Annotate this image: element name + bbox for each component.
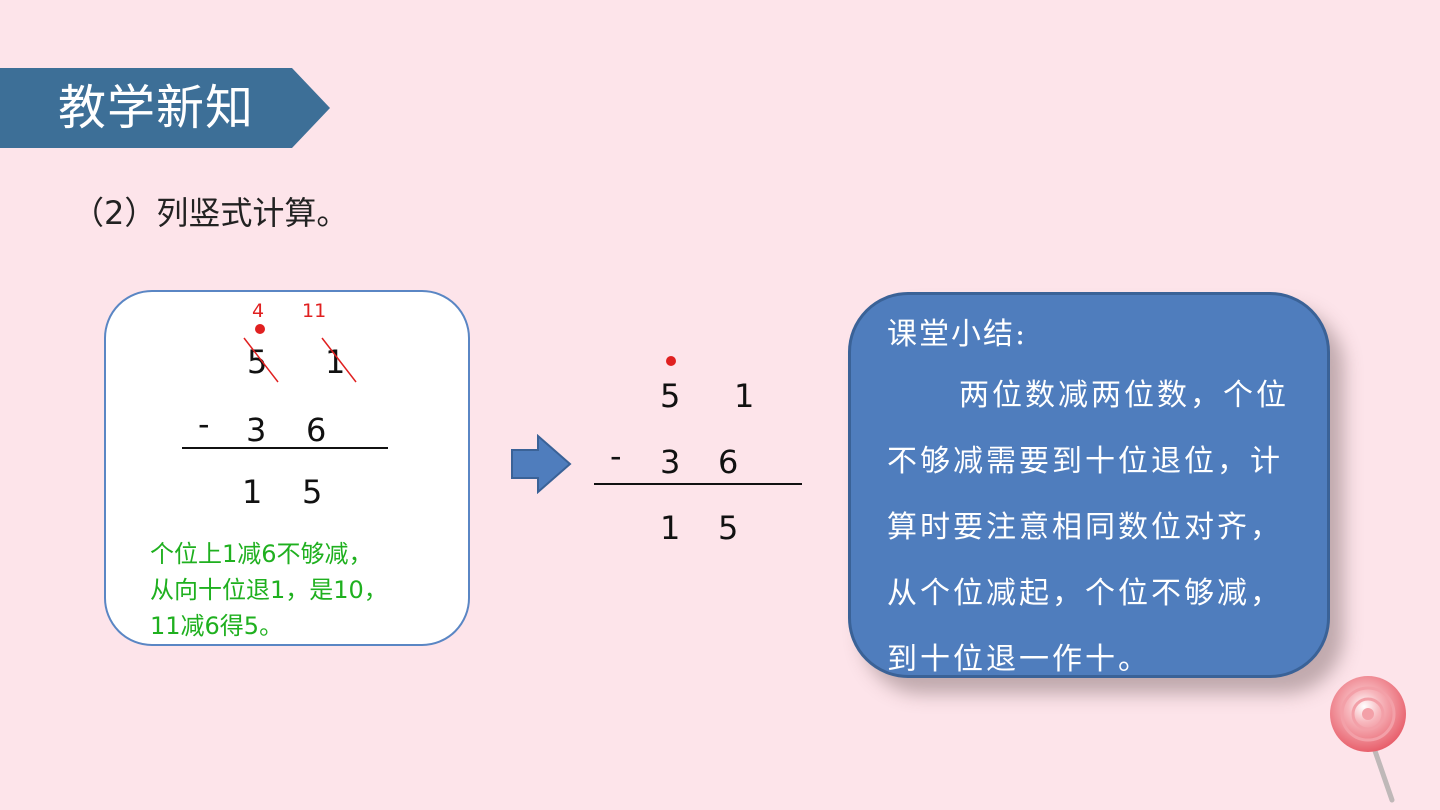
summary-title: 课堂小结:: [887, 317, 1028, 352]
result-line: [594, 483, 802, 485]
result-ones-digit: 5: [718, 509, 739, 547]
top-tens-digit: 5: [247, 343, 268, 381]
strike-tens: [243, 337, 279, 383]
strike-ones: [321, 337, 357, 383]
worked-calculation-box: 4 11 5 1 - 3 6 1 5 个位上1减6不够减， 从向十位退1，是10…: [104, 290, 470, 646]
right-arrow-icon: [511, 434, 572, 494]
sub-tens-digit: 3: [660, 443, 681, 481]
top-ones-digit: 1: [325, 343, 346, 381]
minus-sign: -: [610, 437, 622, 475]
sub-tens-digit: 3: [246, 411, 267, 449]
sub-ones-digit: 6: [306, 411, 327, 449]
summary-text: 两位数减两位数，个位不够减需要到十位退位，计算时要注意相同数位对齐，从个位减起，…: [887, 378, 1289, 677]
borrow-dot: [666, 356, 676, 366]
result-ones-digit: 5: [302, 473, 323, 511]
minus-sign: -: [198, 405, 210, 443]
vertical-calculation: 5 1 - 3 6 1 5: [590, 340, 810, 560]
result-tens-digit: 1: [242, 473, 263, 511]
lollipop-decoration-icon: [1330, 676, 1406, 803]
summary-box: 课堂小结: 两位数减两位数，个位不够减需要到十位退位，计算时要注意相同数位对齐，…: [848, 292, 1330, 678]
exercise-subtitle: （2）列竖式计算。: [72, 194, 349, 232]
section-title: 教学新知: [58, 80, 255, 136]
sub-ones-digit: 6: [718, 443, 739, 481]
explanation-note: 个位上1减6不够减， 从向十位退1，是10， 11减6得5。: [150, 540, 388, 640]
borrow-dot: [255, 324, 265, 334]
strike-marks: [182, 337, 388, 449]
result-tens-digit: 1: [660, 509, 681, 547]
borrow-ones-label: 11: [302, 300, 327, 322]
top-tens-digit: 5: [660, 377, 681, 415]
borrow-tens-label: 4: [252, 300, 265, 322]
top-ones-digit: 1: [734, 377, 755, 415]
section-banner: 教学新知: [0, 68, 330, 148]
